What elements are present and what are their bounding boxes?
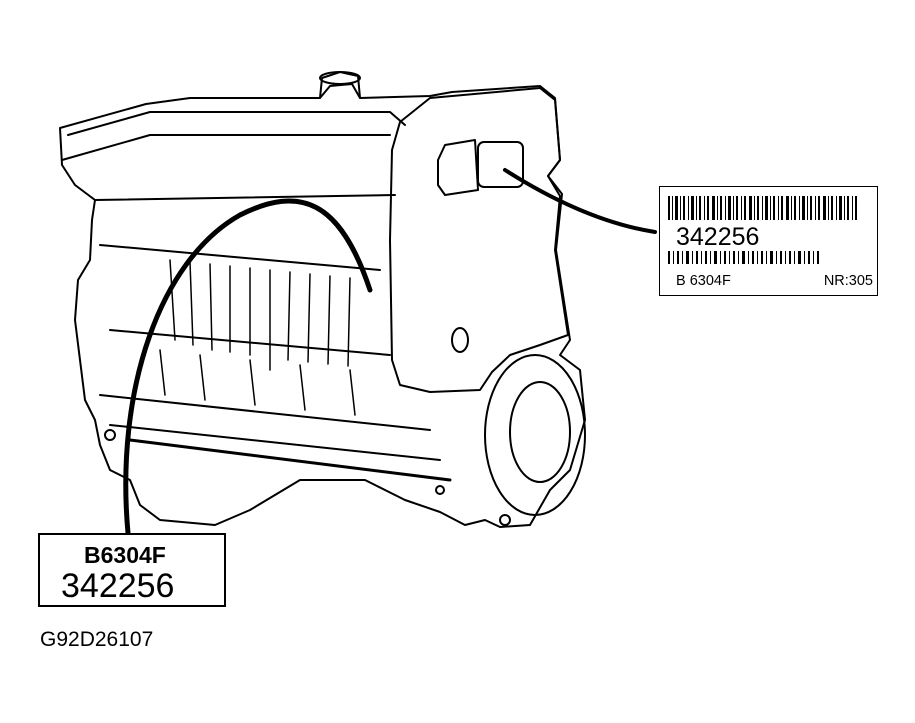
barcode (668, 196, 857, 264)
label-nr: NR:305 (823, 273, 873, 289)
timing-cover (389, 87, 569, 393)
figure-code: G92D26107 (40, 628, 154, 651)
stamp-engine-model: B6304F (84, 542, 166, 568)
label-pointer (503, 168, 657, 234)
block-stamp-callout: B6304F 342256 (38, 533, 226, 607)
crank-pulley (484, 354, 586, 516)
label-serial-number: 342256 (676, 223, 760, 251)
engine-label-callout: 342256 B 6304F NR:305 (659, 186, 878, 296)
stamp-serial-number: 342256 (61, 567, 175, 605)
engine-block-outline (59, 83, 586, 528)
label-engine-model: B 6304F (676, 273, 731, 289)
block-stamp-pointer (123, 198, 373, 536)
label-window (477, 141, 524, 188)
